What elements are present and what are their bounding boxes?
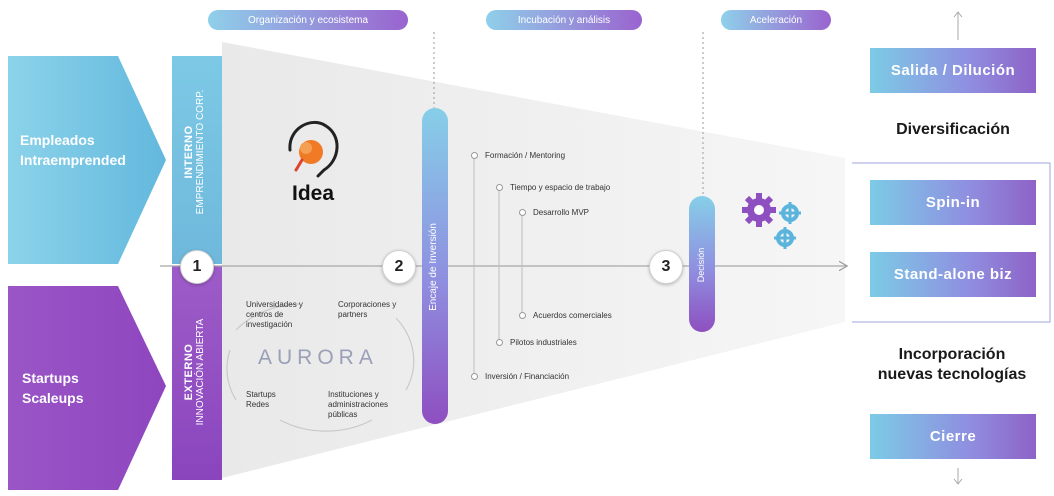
process-step-label: Formación / Mentoring (485, 151, 566, 160)
process-step-label: Inversión / Financiación (485, 372, 570, 381)
idea-lightbulb-icon (288, 120, 339, 178)
startups-line1: Startups (22, 370, 79, 386)
process-step-pilots: Pilotos industriales (496, 338, 577, 347)
startups-arrow (8, 286, 166, 490)
incorporation-line1: Incorporación (898, 346, 1006, 363)
process-step-mvp: Desarrollo MVP (519, 208, 589, 217)
process-step-investment: Inversión / Financiación (471, 372, 569, 381)
step-circle-2: 2 (382, 250, 416, 284)
external-bar (172, 266, 222, 480)
internal-title: INTERNO (183, 125, 195, 179)
internal-subtitle: EMPRENDIMIENTO CORP. (195, 89, 206, 215)
ecosystem-arc-4 (226, 349, 237, 401)
employees-line2: Intraemprended (20, 152, 126, 168)
external-title: EXTERNO (183, 343, 195, 401)
startups-label: Startups Scaleups (22, 368, 83, 408)
step-dot (471, 152, 478, 159)
step-circle-1: 1 (180, 250, 214, 284)
step-dot (471, 373, 478, 380)
internal-bar (172, 56, 222, 264)
ecosystem-arc-3 (279, 419, 373, 432)
startups-networks-text: Startups Redes (246, 390, 276, 409)
diversification-label: Diversificación (896, 121, 1010, 138)
process-step-commercial: Acuerdos comerciales (519, 311, 612, 320)
corporations-text: Corporaciones y partners (338, 300, 397, 319)
startups-line2: Scaleups (22, 390, 84, 406)
aurora-logo: AURORA (258, 346, 378, 369)
process-step-label: Desarrollo MVP (533, 208, 590, 217)
close-box: Cierre (870, 414, 1036, 459)
ecosystem-arc-2 (395, 317, 415, 391)
decision-pill (689, 196, 715, 332)
spin-in-box: Spin-in (870, 180, 1036, 225)
investment-fit-pill (422, 108, 448, 424)
universities-text: Universidades y centros de investigación (246, 300, 303, 329)
spin-in-group-frame (852, 162, 1051, 323)
exit-dilution-box: Salida / Dilución (870, 48, 1036, 93)
institutions-text: Instituciones y administraciones pública… (328, 390, 389, 419)
ecosystem-arc-1 (235, 303, 301, 331)
step-dot (496, 184, 503, 191)
process-step-workspace: Tiempo y espacio de trabajo (496, 183, 610, 192)
employees-line1: Empleados (20, 132, 95, 148)
incorporation-label: Incorporación nuevas tecnologías (852, 345, 1052, 385)
step-dot (519, 209, 526, 216)
idea-label: Idea (292, 182, 335, 205)
phase-organization: Organización y ecosistema (208, 10, 408, 30)
stand-alone-box: Stand-alone biz (870, 252, 1036, 297)
process-step-label: Acuerdos comerciales (533, 311, 612, 320)
incorporation-line2: nuevas tecnologías (877, 366, 1027, 383)
employees-arrow (8, 56, 166, 264)
external-label: EXTERNO INNOVACIÓN ABIERTA (183, 292, 211, 452)
process-step-label: Pilotos industriales (510, 338, 577, 347)
external-subtitle: INNOVACIÓN ABIERTA (195, 318, 206, 426)
process-step-training: Formación / Mentoring (471, 151, 565, 160)
employees-label: Empleados Intraemprended (20, 130, 126, 170)
internal-label: INTERNO EMPRENDIMIENTO CORP. (183, 72, 211, 232)
gears-icon (742, 193, 801, 249)
process-step-label: Tiempo y espacio de trabajo (510, 183, 611, 192)
step-dot (496, 339, 503, 346)
decision-label: Decisión (696, 247, 706, 283)
funnel-shape (222, 42, 845, 478)
investment-fit-label: Encaje de Inversión (428, 223, 439, 311)
phase-acceleration: Aceleración (721, 10, 831, 30)
step-dot (519, 312, 526, 319)
step-circle-3: 3 (649, 250, 683, 284)
phase-incubation: Incubación y análisis (486, 10, 642, 30)
